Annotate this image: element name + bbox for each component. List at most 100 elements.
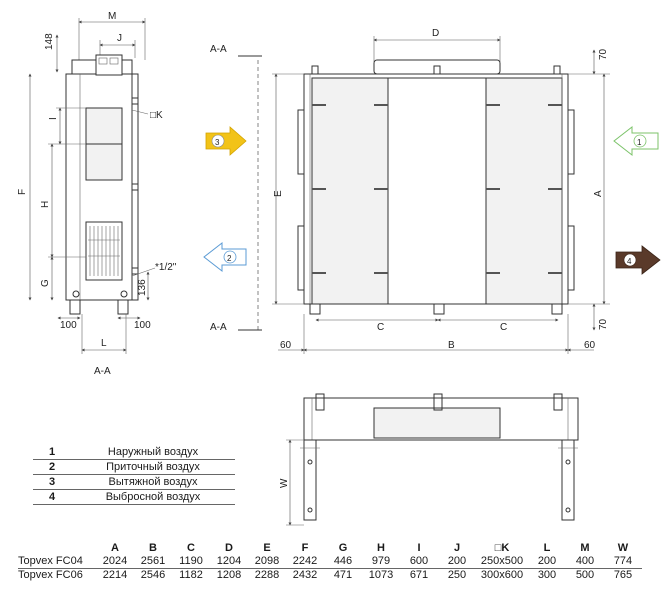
dimension-header: B	[149, 542, 157, 554]
dimension-header	[18, 541, 96, 555]
dim-label-c-right: C	[500, 322, 507, 333]
legend-number: 4	[33, 489, 71, 505]
side-view-caption: A-A	[94, 366, 111, 377]
flow-marker-3: 3	[205, 126, 247, 156]
dim-label-d: D	[432, 28, 439, 39]
dim-label-h: H	[40, 201, 51, 208]
flow-marker-2: 2	[203, 241, 247, 273]
section-label-bottom: A-A	[210, 322, 227, 333]
legend-number: 2	[33, 459, 71, 475]
dimension-value: 200	[438, 555, 476, 569]
dimension-value: 1190	[172, 555, 210, 569]
dim-label-f: F	[17, 189, 28, 195]
dim-label-b: B	[448, 340, 455, 351]
dim-label-60-right: 60	[584, 340, 596, 351]
dimension-value: 2098	[248, 555, 286, 569]
dim-label-70-top: 70	[598, 48, 609, 60]
front-view: D	[272, 28, 610, 354]
dim-label-pipe: *1/2"	[155, 262, 177, 273]
dimension-value: 471	[333, 569, 353, 581]
dimension-value: 2288	[254, 569, 280, 581]
flow-marker-1: 1	[613, 125, 659, 157]
dim-label-g: G	[40, 279, 51, 287]
dimension-header: L	[543, 542, 551, 554]
legend-number: 3	[33, 474, 71, 490]
dimension-header: G	[338, 542, 348, 554]
dimension-value: 400	[566, 555, 604, 569]
dim-label-i: I	[48, 117, 59, 120]
dimension-value: 446	[324, 555, 362, 569]
dimension-header: W	[617, 542, 629, 554]
dim-label-j: J	[117, 33, 122, 44]
dimension-header: E	[263, 542, 271, 554]
dimension-header: F	[301, 542, 309, 554]
dimension-value: 1073	[368, 569, 394, 581]
model-name: Topvex FC06	[18, 569, 83, 581]
dimension-header: D	[225, 542, 233, 554]
dim-label-k: □K	[150, 110, 163, 121]
dimension-value: 1208	[216, 569, 242, 581]
door-handles	[312, 104, 562, 274]
flow-marker-4: 4	[615, 245, 661, 275]
dimension-value: 765	[613, 569, 633, 581]
legend-label: Наружный воздух	[71, 445, 235, 460]
section-label-top: A-A	[210, 44, 227, 55]
dimension-value: 2546	[140, 569, 166, 581]
legend-number: 1	[33, 445, 71, 460]
dimension-value: 500	[575, 569, 595, 581]
dim-label-70-bottom: 70	[598, 318, 609, 330]
legend-label: Выбросной воздух	[71, 489, 235, 505]
dimension-header: J	[453, 542, 461, 554]
model-name: Topvex FC04	[18, 555, 96, 569]
legend-label: Вытяжной воздух	[71, 474, 235, 490]
dim-label-148: 148	[44, 33, 55, 50]
top-view: W	[279, 393, 579, 526]
dimension-value: 200	[528, 555, 566, 569]
section-line: A-A A-A	[210, 44, 262, 333]
dimension-value: 600	[400, 555, 438, 569]
dimension-value: 300	[537, 569, 557, 581]
dimension-value: 1182	[179, 569, 203, 581]
side-view: M J 148 □K	[17, 11, 177, 377]
dim-label-a: A	[593, 190, 604, 197]
dim-label-e: E	[273, 190, 284, 197]
dimension-value: 250	[447, 569, 467, 581]
legend-label: Приточный воздух	[71, 459, 235, 475]
dim-label-136: 136	[137, 279, 148, 296]
grille-lines	[88, 226, 120, 276]
dimension-row: Topvex FC06 2214 2546 1182 1208 2288 2432 471 10…	[18, 569, 642, 583]
flow-marker-3-number: 3	[215, 138, 220, 147]
dimension-header: H	[377, 542, 385, 554]
dimension-value: 2024	[96, 555, 134, 569]
dim-label-l: L	[101, 338, 107, 349]
dimension-value: 2561	[134, 555, 172, 569]
dim-label-100-left: 100	[60, 320, 77, 331]
dimension-header: M	[580, 542, 590, 554]
dim-label-60-left: 60	[280, 340, 292, 351]
dim-label-m: M	[108, 11, 116, 22]
dimension-value: 671	[409, 569, 429, 581]
dimension-value: 2242	[286, 555, 324, 569]
dimension-value: 979	[362, 555, 400, 569]
flow-marker-4-number: 4	[627, 257, 632, 266]
dim-label-w: W	[279, 478, 290, 488]
dimension-header: I	[417, 542, 421, 554]
flow-marker-2-number: 2	[227, 254, 232, 263]
dimension-value: 250x500	[476, 555, 528, 569]
flow-marker-1-number: 1	[637, 138, 642, 147]
dimension-value: 2214	[102, 569, 128, 581]
dimension-header: A	[111, 542, 119, 554]
dim-label-100-right: 100	[134, 320, 151, 331]
dimension-value: 2432	[292, 569, 318, 581]
dim-label-c-left: C	[377, 322, 384, 333]
dimension-header: □K	[494, 542, 510, 554]
dimension-value: 1204	[210, 555, 248, 569]
